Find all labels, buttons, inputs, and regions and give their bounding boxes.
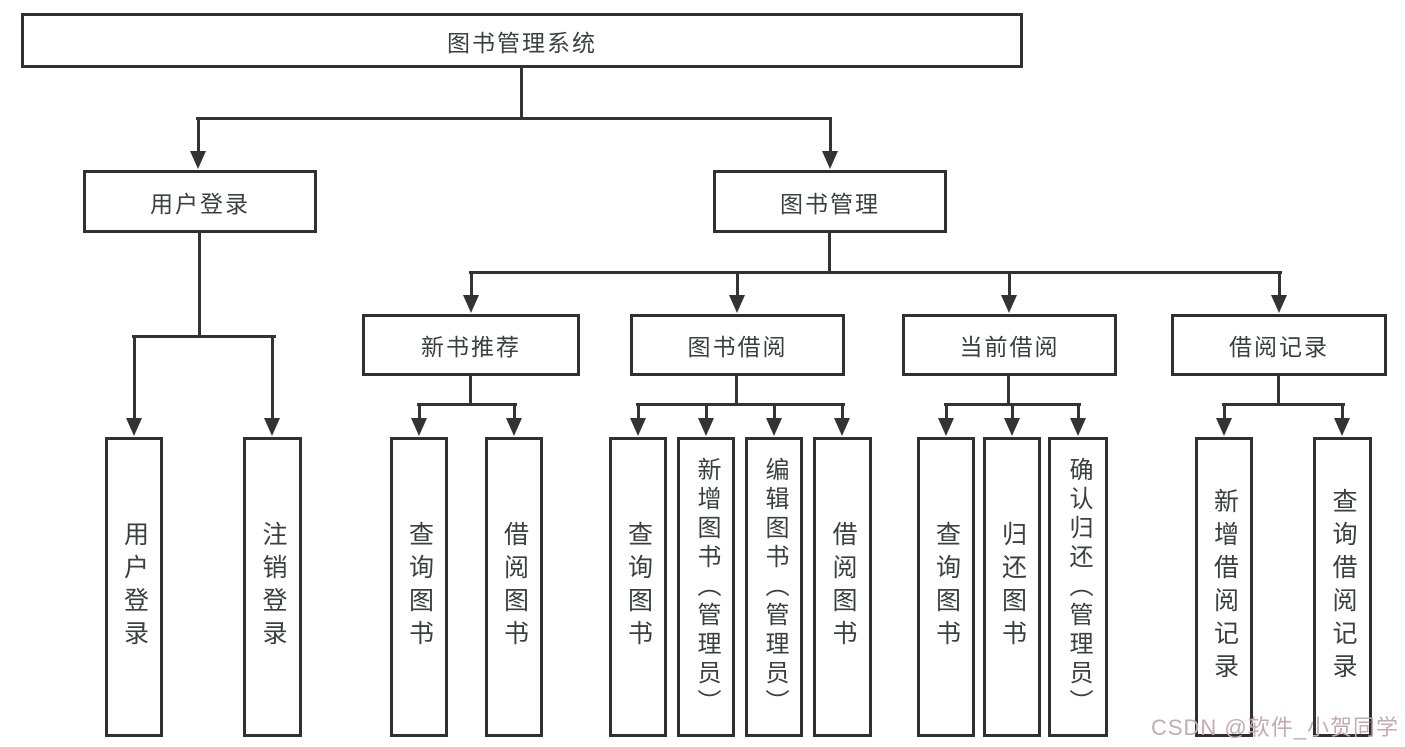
node-root-label: 图书管理系统: [447, 29, 597, 56]
arrow-head: [1216, 418, 1232, 436]
arrow-line: [470, 271, 473, 295]
arrow-to-user-login-head: [190, 151, 206, 169]
connector-borrow-records-stub: [1277, 375, 1280, 406]
arrow-head: [1271, 295, 1287, 313]
node-borrow-records: 借阅记录: [1171, 314, 1387, 376]
node-book-mgmt: 图书管理: [713, 170, 947, 233]
arrow-line: [1011, 403, 1014, 418]
leaf-return-books: 归还图书: [983, 437, 1041, 737]
connector-book-mgmt-stub: [828, 232, 831, 274]
connector-book-borrow-rail: [636, 403, 845, 406]
connector-book-borrow-stub: [735, 375, 738, 406]
arrow-head: [766, 418, 782, 436]
leaf-query-books-3: 查询图书: [917, 437, 975, 737]
connector-current-borrow-stub: [1007, 375, 1010, 406]
leaf-label: 新增图书（管理员）: [693, 456, 720, 718]
arrow-head: [463, 295, 479, 313]
node-current-borrow: 当前借阅: [902, 314, 1117, 376]
node-user-login-label: 用户登录: [150, 190, 250, 217]
leaf-query-books-2: 查询图书: [609, 437, 667, 737]
leaf-label: 用户登录: [120, 521, 149, 653]
arrow-line: [736, 271, 739, 295]
node-user-login: 用户登录: [83, 170, 317, 233]
arrow-head: [1004, 418, 1020, 436]
leaf-borrow-books-1: 借阅图书: [485, 437, 543, 737]
leaf-label: 查询借阅记录: [1329, 488, 1357, 686]
arrow-line: [1223, 403, 1226, 418]
node-new-book-rec-label: 新书推荐: [421, 334, 521, 360]
leaf-label: 查询图书: [405, 521, 434, 653]
node-current-borrow-label: 当前借阅: [959, 334, 1060, 360]
arrow-head: [411, 418, 427, 436]
csdn-watermark: CSDN @软件_小贺同学: [1150, 715, 1399, 740]
arrow-line: [945, 403, 948, 418]
leaf-add-books-admin: 新增图书（管理员）: [677, 437, 735, 737]
leaf-label: 查询图书: [624, 521, 653, 653]
arrow-line: [773, 403, 776, 418]
arrow-head: [506, 418, 522, 436]
arrow-head: [729, 295, 745, 313]
arrow-line: [418, 403, 421, 418]
node-root: 图书管理系统: [21, 13, 1023, 68]
arrow-line: [1077, 403, 1080, 418]
node-book-mgmt-label: 图书管理: [780, 190, 880, 217]
node-book-borrow: 图书借阅: [630, 314, 845, 376]
leaf-borrow-books-2: 借阅图书: [813, 437, 872, 737]
arrow-line: [1008, 271, 1011, 295]
arrow-to-book-mgmt-line: [829, 117, 832, 151]
leaf-label: 归还图书: [998, 521, 1027, 653]
leaf-confirm-return-admin: 确认归还（管理员）: [1048, 437, 1108, 737]
leaf-user-login: 用户登录: [105, 437, 163, 737]
arrow-line: [513, 403, 516, 418]
arrow-head: [126, 418, 142, 436]
leaf-query-books-1: 查询图书: [390, 437, 448, 737]
connector-root-stub: [520, 66, 523, 120]
arrow-to-book-mgmt-head: [822, 151, 838, 169]
node-book-borrow-label: 图书借阅: [687, 334, 788, 360]
connector-new-book-rec-rail: [417, 403, 517, 406]
arrow-line: [1341, 403, 1344, 418]
arrow-head: [1070, 418, 1086, 436]
arrow-line: [841, 403, 844, 418]
connector-new-book-rec-stub: [469, 375, 472, 406]
arrow-line: [271, 335, 274, 418]
leaf-label: 确认归还（管理员）: [1065, 456, 1092, 718]
connector-user-login-rail: [132, 335, 276, 338]
arrow-to-user-login-line: [197, 117, 200, 151]
leaf-label: 新增借阅记录: [1210, 488, 1239, 686]
arrow-line: [705, 403, 708, 418]
arrow-head: [264, 418, 280, 436]
arrow-line: [133, 335, 136, 418]
connector-root-rail: [196, 117, 832, 120]
leaf-edit-books-admin: 编辑图书（管理员）: [745, 437, 803, 737]
leaf-logout: 注销登录: [243, 437, 302, 737]
leaf-label: 借阅图书: [500, 521, 529, 653]
connector-borrow-records-rail: [1222, 403, 1345, 406]
leaf-query-borrow-record: 查询借阅记录: [1313, 437, 1372, 737]
leaf-add-borrow-record: 新增借阅记录: [1195, 437, 1253, 737]
leaf-label: 借阅图书: [829, 521, 857, 653]
arrow-head: [698, 418, 714, 436]
connector-book-mgmt-rail: [469, 271, 1282, 274]
connector-user-login-stub: [198, 232, 201, 338]
arrow-head: [1334, 418, 1350, 436]
arrow-line: [637, 403, 640, 418]
leaf-label: 编辑图书（管理员）: [761, 456, 788, 718]
leaf-label: 注销登录: [259, 521, 287, 653]
arrow-head: [938, 418, 954, 436]
arrow-line: [1278, 271, 1281, 295]
arrow-head: [630, 418, 646, 436]
node-borrow-records-label: 借阅记录: [1229, 334, 1329, 360]
leaf-label: 查询图书: [932, 521, 961, 653]
arrow-head: [1001, 295, 1017, 313]
arrow-head: [834, 418, 850, 436]
node-new-book-rec: 新书推荐: [362, 314, 580, 376]
